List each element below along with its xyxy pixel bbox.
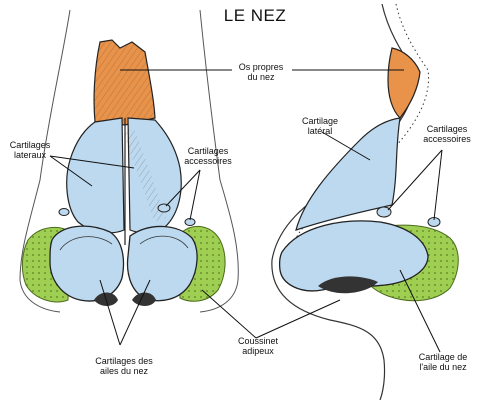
front-face-outline xyxy=(19,9,239,313)
side-nostril xyxy=(318,276,378,294)
front-alar-cartilage-left xyxy=(49,225,125,302)
label-cartilages-accessoires-front: Cartilages accessoires xyxy=(184,146,232,166)
diagram-title: LE NEZ xyxy=(223,6,287,25)
label-cartilage-lateral: Cartilage latéral xyxy=(301,116,339,136)
front-nostril-right xyxy=(132,292,156,306)
front-accessory-cartilage-1 xyxy=(157,203,171,213)
leader-lines xyxy=(49,69,443,353)
front-view xyxy=(19,9,239,313)
front-accessory-cartilage-3 xyxy=(58,208,70,216)
label-cartilage-aile: Cartilage de l'aile du nez xyxy=(418,352,468,372)
label-cartilages-accessoires-side: Cartilages accessoires xyxy=(423,124,471,144)
label-cartilages-ailes: Cartilages des ailes du nez xyxy=(95,356,153,376)
label-os-propres: Os propres du nez xyxy=(238,62,284,82)
side-nasal-bone xyxy=(387,47,421,119)
side-alar-cartilage xyxy=(278,220,429,292)
side-view xyxy=(271,3,459,400)
label-cartilages-lateraux: Cartilages lateraux xyxy=(9,140,51,160)
front-lateral-cartilage-left xyxy=(66,117,125,234)
front-alar-cartilage-right xyxy=(126,225,198,302)
side-lateral-cartilage xyxy=(295,117,401,231)
label-coussinet-adipeux: Coussinet adipeux xyxy=(237,336,279,356)
side-accessory-cartilage-1 xyxy=(376,206,392,218)
